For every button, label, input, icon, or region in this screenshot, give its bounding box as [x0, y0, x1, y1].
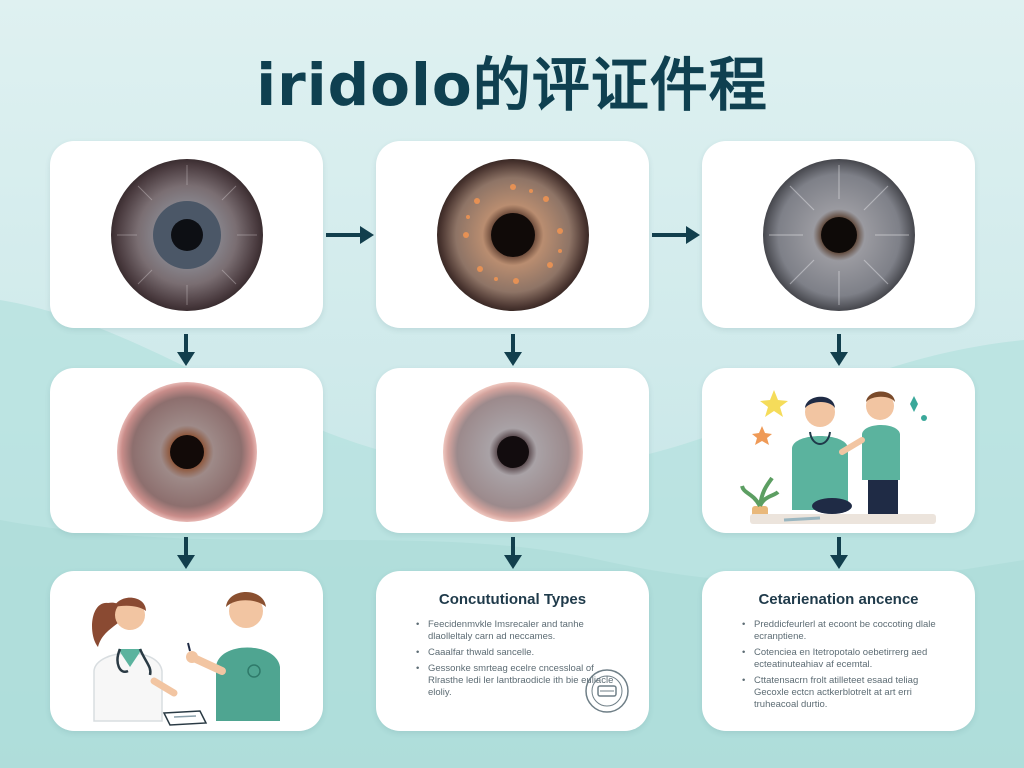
list-item: Caaalfar thwald sancelle.: [416, 647, 623, 659]
practitioners-card: [702, 368, 975, 533]
iris-card-2: [376, 141, 649, 328]
arrow-right-2: [652, 226, 700, 244]
arrow-down-5: [504, 537, 522, 569]
determination-card: Cetarienation ancence Preddicfeurlerl at…: [702, 571, 975, 731]
doctor-patient-illustration: [92, 592, 280, 726]
list-item: Cotenciea en Itetropotalo oebetirrerg ae…: [742, 647, 949, 671]
two-practitioners-illustration: [740, 390, 936, 524]
determination-list: Preddicfeurlerl at ecoont be coccoting d…: [742, 619, 949, 715]
arrow-down-2: [504, 334, 522, 366]
iris-card-1: [50, 141, 323, 328]
list-item: Preddicfeurlerl at ecoont be coccoting d…: [742, 619, 949, 643]
iris-pink-grey-icon: [443, 382, 583, 522]
list-item: Feecidenmvkle Imsrecaler and tanhe dlaol…: [416, 619, 623, 643]
iris-orange-spotted-icon: [437, 159, 589, 311]
iris-grey-blue-icon: [111, 159, 263, 311]
determination-title: Cetarienation ancence: [758, 591, 919, 608]
iris-card-4: [50, 368, 323, 533]
arrow-down-3: [830, 334, 848, 366]
iris-card-5: [376, 368, 649, 533]
iris-grey-fibrous-icon: [763, 159, 915, 311]
iris-brown-pink-icon: [117, 382, 257, 522]
iris-card-3: [702, 141, 975, 328]
arrow-down-1: [177, 334, 195, 366]
arrow-down-4: [177, 537, 195, 569]
constitutional-types-list: Feecidenmvkle Imsrecaler and tanhe dlaol…: [416, 619, 623, 703]
list-item: Cttatensacrn frolt atilleteet esaad teli…: [742, 675, 949, 711]
arrow-right-1: [326, 226, 374, 244]
arrow-down-6: [830, 537, 848, 569]
constitutional-types-card: Concututional Types Feecidenmvkle Imsrec…: [376, 571, 649, 731]
constitutional-types-title: Concututional Types: [438, 591, 587, 608]
list-item: Gessonke smrteag ecelre cncessloal of Rl…: [416, 663, 623, 699]
page-title: iridolo的评证件程: [256, 51, 768, 119]
certification-stamp-icon: [585, 669, 629, 713]
consultation-card: [50, 571, 323, 731]
